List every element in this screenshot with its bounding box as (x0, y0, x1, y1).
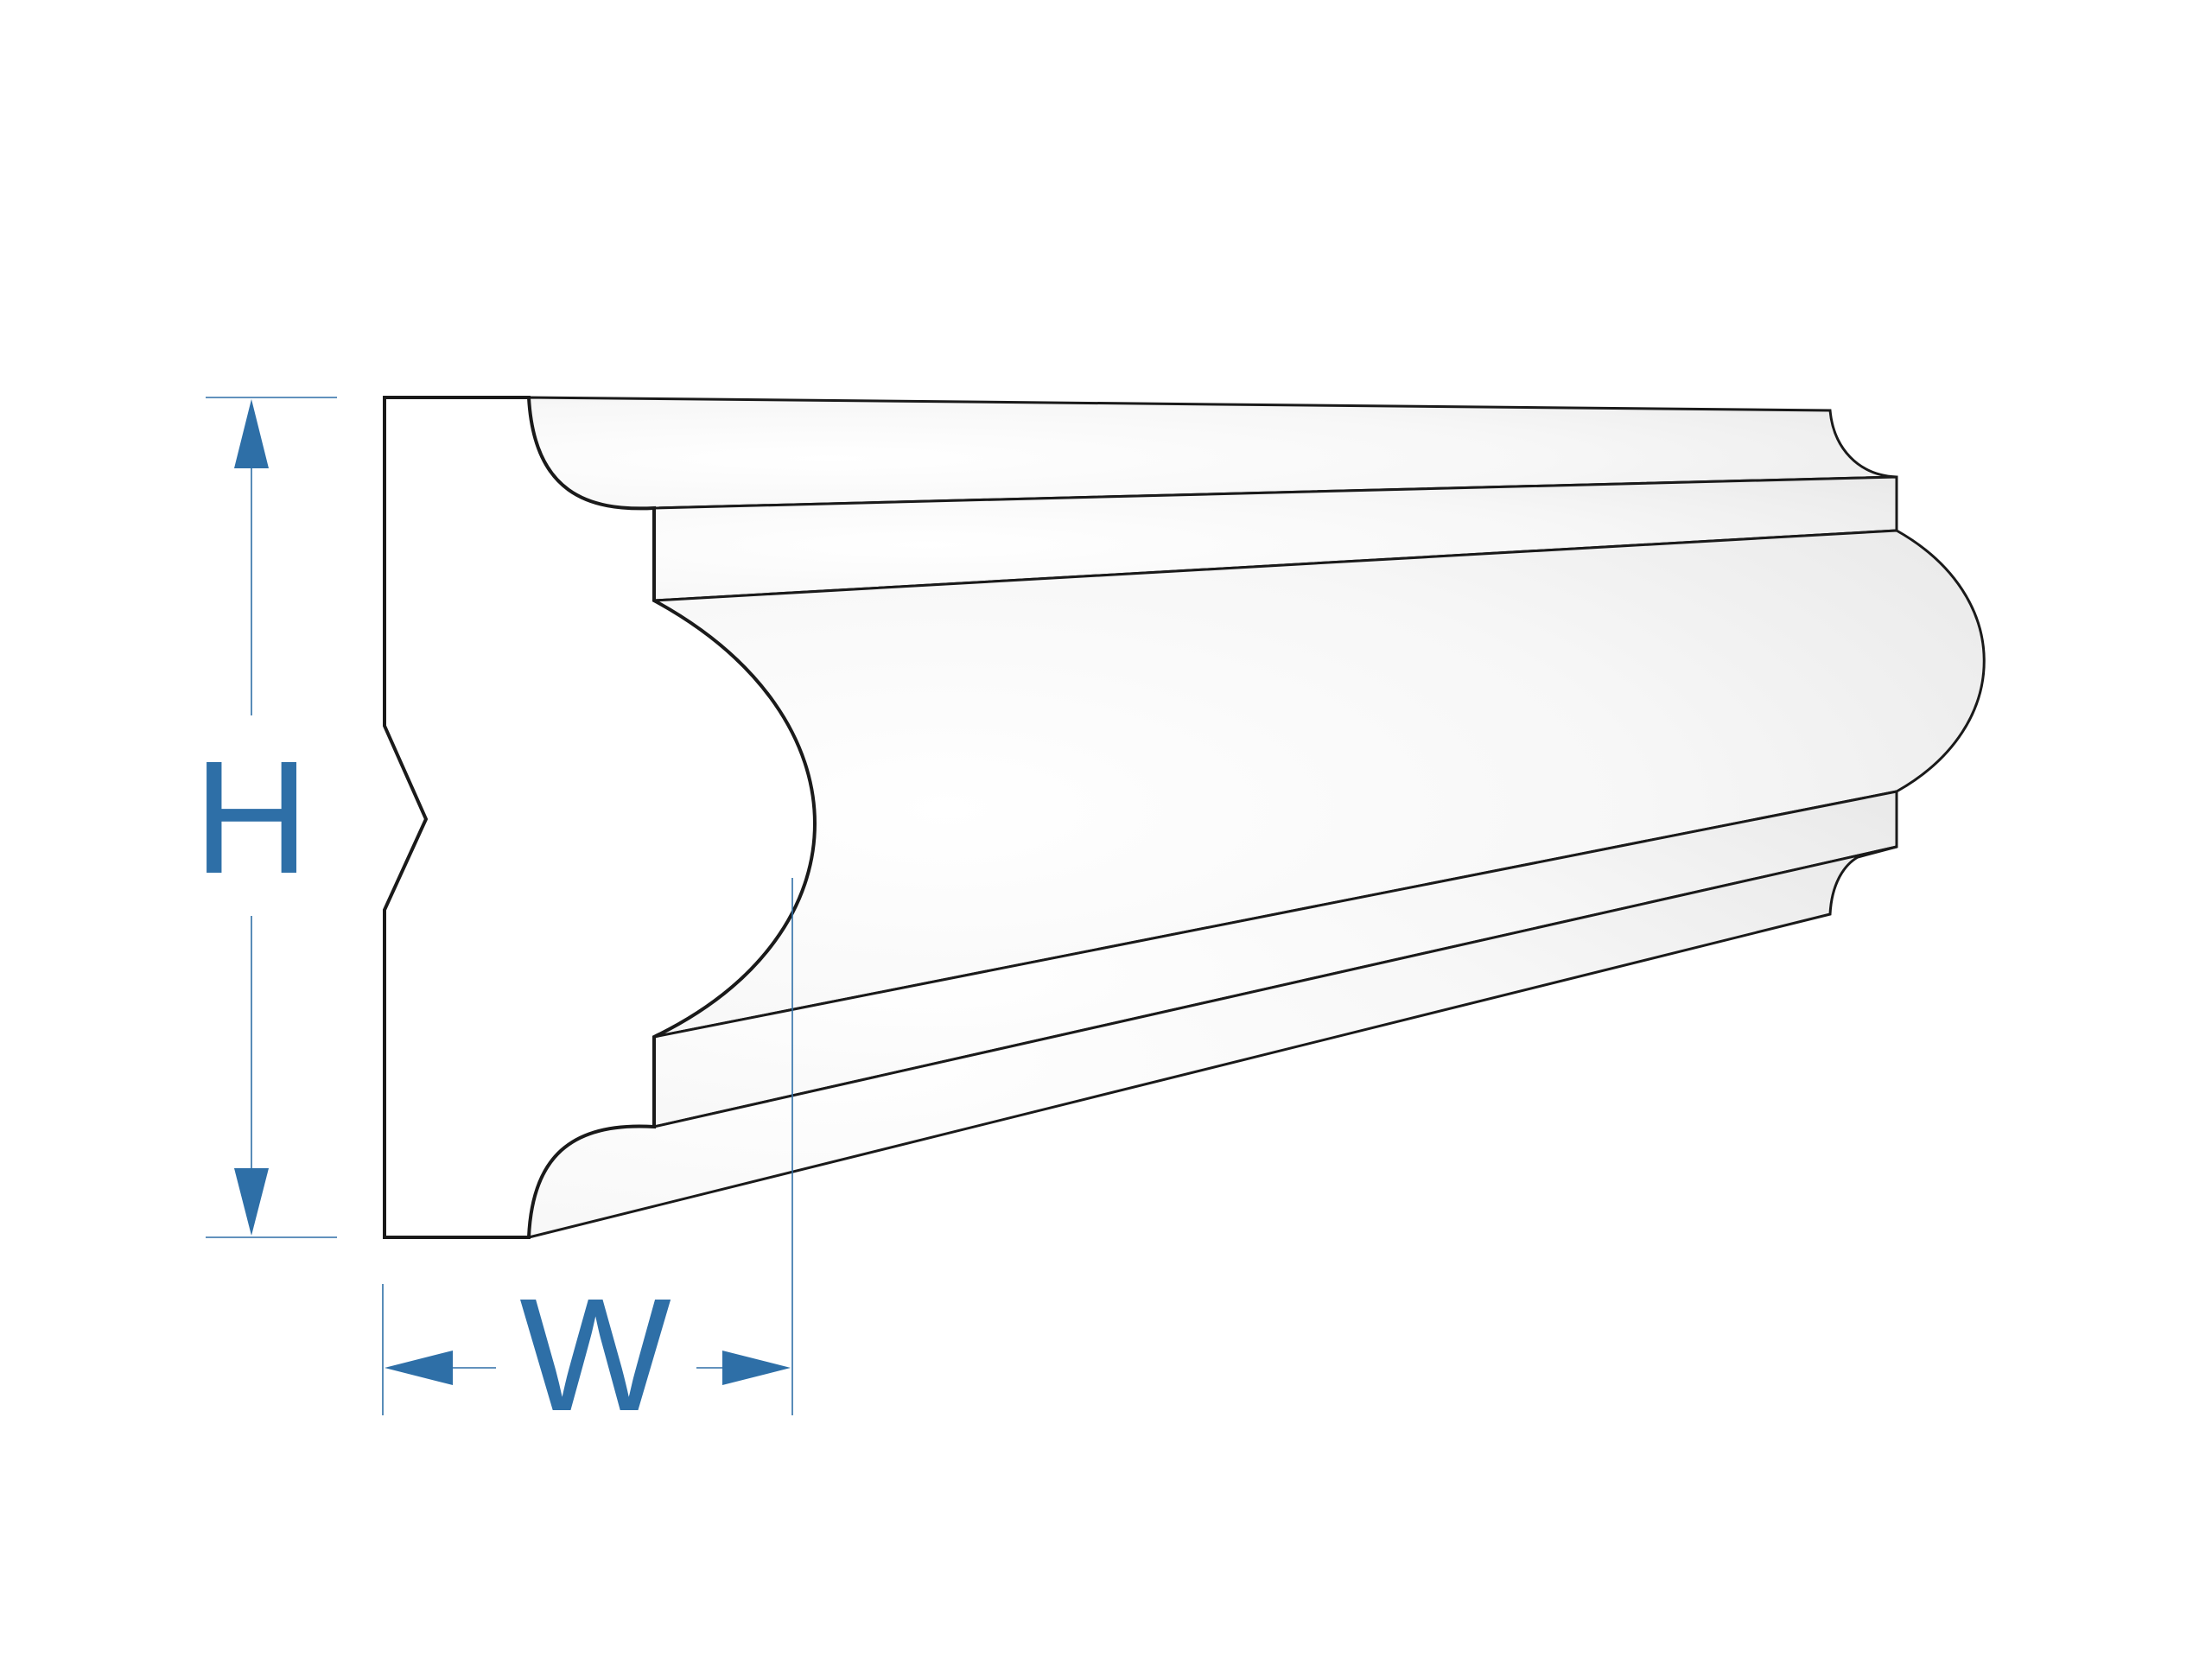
molding-body (383, 396, 1986, 1239)
width-arrow-right-icon (722, 1351, 791, 1385)
front-profile (383, 396, 817, 1239)
height-label: H (194, 728, 309, 907)
width-arrow-left-icon (385, 1351, 453, 1385)
height-dimension: H (194, 397, 337, 1238)
height-arrow-up-icon (234, 399, 269, 468)
height-arrow-down-icon (234, 1168, 269, 1236)
width-label: W (519, 1266, 671, 1445)
width-dimension: W (382, 878, 793, 1445)
